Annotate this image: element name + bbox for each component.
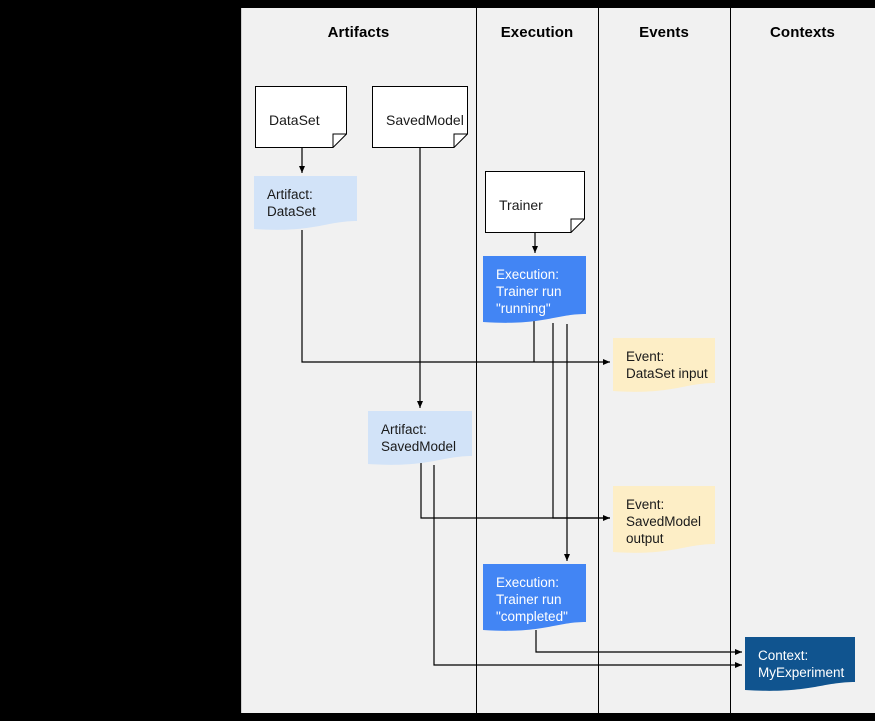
lane-header-execution: Execution [500, 24, 574, 41]
node-savedmodel-type[interactable]: SavedModel [372, 86, 468, 148]
trainer-type-label: Trainer [499, 197, 543, 213]
node-trainer-type[interactable]: Trainer [485, 171, 585, 233]
dataset-type-label: DataSet [269, 112, 320, 128]
node-dataset-type[interactable]: DataSet [255, 86, 347, 148]
lane-header-events: Events [639, 24, 689, 41]
artifact-savedmodel-shape [368, 411, 472, 465]
artifact-dataset-label: Artifact: DataSet [267, 187, 316, 219]
context-myexperiment-label: Context: MyExperiment [758, 648, 845, 680]
connector-artifact-savedmodel-to-event-savedmodel-output [420, 463, 610, 519]
context-myexperiment-shape [745, 637, 855, 691]
lane-divider-events-contexts [730, 8, 731, 713]
node-event-savedmodel-output[interactable]: Event: SavedModel output [613, 486, 715, 556]
execution-completed-shape [483, 564, 586, 631]
execution-running-shape [483, 256, 586, 323]
node-artifact-savedmodel[interactable]: Artifact: SavedModel [368, 411, 472, 468]
event-savedmodel-output-label: Event: SavedModel output [626, 497, 702, 546]
connector-execution-running-to-event-savedmodel-output [552, 323, 610, 521]
dataset-type-shape [255, 86, 347, 148]
execution-completed-label: Execution: Trainer run "completed" [496, 575, 568, 624]
savedmodel-type-shape [372, 86, 468, 148]
trainer-type-shape [485, 171, 585, 233]
lane-divider-execution-events [598, 8, 599, 713]
artifact-dataset-shape [254, 176, 357, 230]
node-artifact-dataset[interactable]: Artifact: DataSet [254, 176, 357, 233]
event-dataset-input-label: Event: DataSet input [626, 349, 708, 381]
diagram-left-border [241, 8, 242, 713]
lineage-diagram: Artifacts Execution Events Contexts [241, 8, 875, 713]
event-savedmodel-output-shape [613, 486, 715, 553]
execution-running-label: Execution: Trainer run "running" [496, 267, 562, 316]
node-event-dataset-input[interactable]: Event: DataSet input [613, 338, 715, 395]
lane-header-artifacts: Artifacts [327, 24, 390, 41]
node-execution-completed[interactable]: Execution: Trainer run "completed" [483, 564, 586, 634]
node-execution-running[interactable]: Execution: Trainer run "running" [483, 256, 586, 326]
event-dataset-input-shape [613, 338, 715, 392]
lane-divider-artifacts-execution [476, 8, 477, 713]
savedmodel-type-label: SavedModel [386, 112, 464, 128]
artifact-savedmodel-label: Artifact: SavedModel [381, 422, 457, 454]
lane-header-contexts: Contexts [770, 24, 835, 41]
node-context-myexperiment[interactable]: Context: MyExperiment [745, 637, 855, 694]
